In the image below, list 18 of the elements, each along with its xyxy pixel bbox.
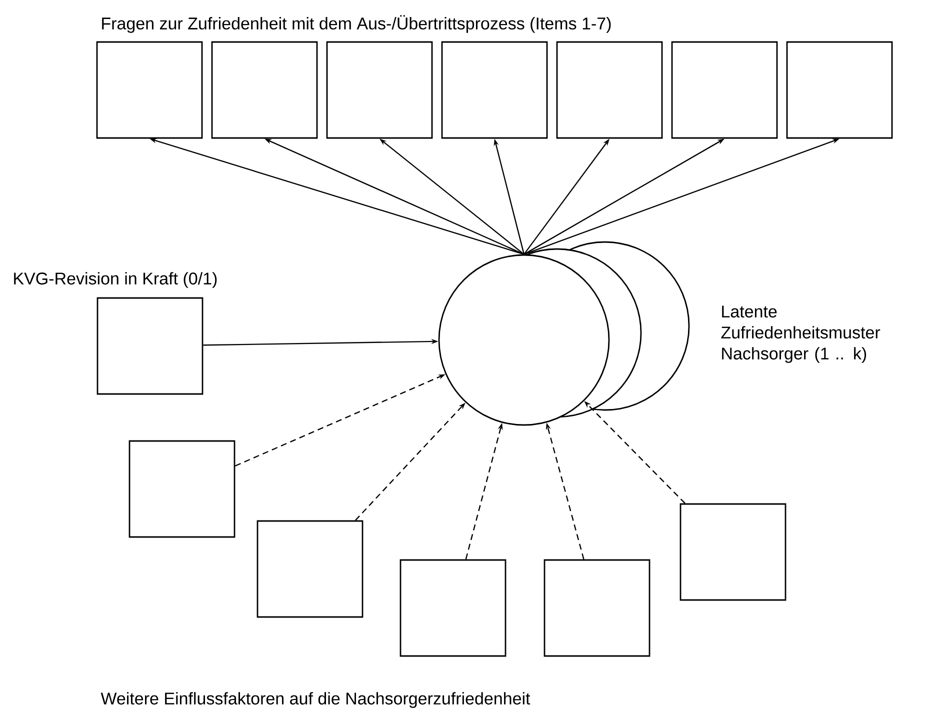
- box: [326, 41, 433, 139]
- node-label: KVG-Revision in Kraft (0/1): [14, 272, 217, 288]
- circle-caption: Latente Zufriedenheitsmuster Nachsorger (1 .. k): [721, 306, 880, 363]
- heading: Weitere Einflussfaktoren auf die Nachsorgerzufriedenheit: [100, 692, 530, 708]
- box: [544, 559, 650, 657]
- heading: Fragen zur Zufriedenheit mit dem Aus-/Übertrittsprozess (Items 1-7): [102, 15, 611, 33]
- box: [256, 520, 364, 618]
- box: [671, 41, 778, 139]
- box: [556, 41, 663, 139]
- box: [211, 41, 318, 139]
- box: KVG-Revision in Kraft (0/1): [14, 272, 217, 395]
- box: [128, 440, 236, 538]
- box: [400, 559, 506, 657]
- box: [96, 41, 203, 139]
- box: [441, 41, 548, 139]
- box: [680, 503, 786, 601]
- box: [786, 41, 893, 139]
- stacked-circles: [438, 241, 690, 426]
